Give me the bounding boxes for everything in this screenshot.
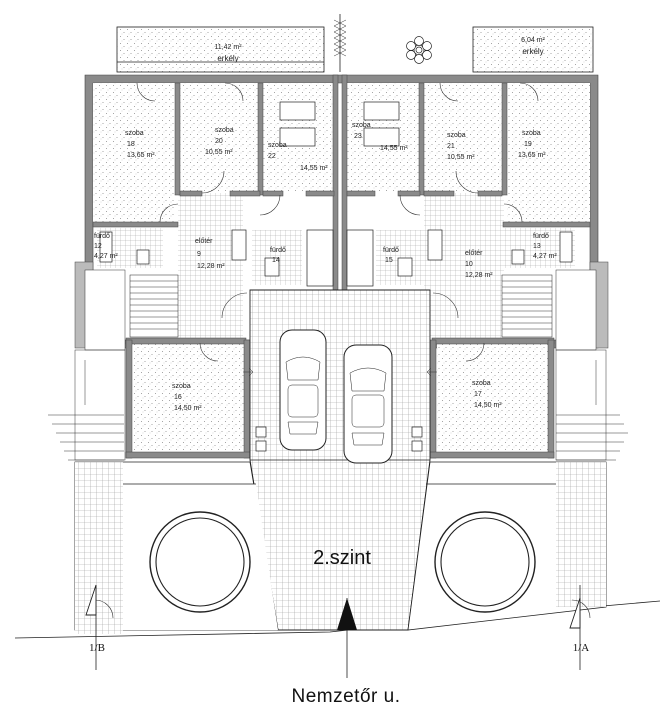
bathroom-fixtures xyxy=(99,229,573,452)
room-10-name: előtér xyxy=(465,250,483,257)
room-21-label: szoba 21 10,55 m² xyxy=(447,132,475,161)
room-9-name: előtér xyxy=(195,238,213,245)
central-column-symbol xyxy=(333,14,347,72)
level-label: 2.szint xyxy=(313,547,371,569)
tiled-floors xyxy=(97,193,575,343)
balcony-right-name: erkély xyxy=(522,47,543,56)
room-15-label: fürdő 15 xyxy=(383,247,399,264)
room-14-name: fürdő xyxy=(270,247,286,254)
room-22-number: 22 xyxy=(268,153,276,160)
balcony-left-name: erkély xyxy=(217,54,238,63)
room-labels: szoba 18 13,65 m² szoba 20 10,55 m² szob… xyxy=(94,122,557,412)
room-19-label: szoba 19 13,65 m² xyxy=(518,130,546,159)
room-18-name: szoba xyxy=(125,130,144,137)
room-17-number: 17 xyxy=(474,391,482,398)
room-17-area: 14,50 m² xyxy=(474,402,502,409)
room-23-area: 14,55 m² xyxy=(380,145,408,152)
room-17-name: szoba xyxy=(472,380,491,387)
wall-markers xyxy=(243,367,437,377)
room-21-number: 21 xyxy=(447,143,455,150)
stair-right xyxy=(501,274,553,338)
exterior-stairs-left xyxy=(48,349,126,461)
balcony-right xyxy=(472,26,594,73)
room-23-number: 23 xyxy=(354,133,362,140)
section-label-right: 1/A xyxy=(573,642,590,654)
tree-left xyxy=(149,511,251,613)
section-label-left: 1/B xyxy=(89,642,105,654)
room-13-number: 13 xyxy=(533,243,541,250)
room-12-number: 12 xyxy=(94,243,102,250)
room-10-label: előtér 10 12,28 m² xyxy=(465,250,493,279)
room-13-label: fürdő 13 4,27 m² xyxy=(533,233,557,260)
bed-symbols xyxy=(279,101,400,147)
balcony-left xyxy=(116,26,325,73)
room-16-number: 16 xyxy=(174,394,182,401)
room-19-area: 13,65 m² xyxy=(518,152,546,159)
room-14-label: fürdő 14 xyxy=(270,247,286,264)
room-10-area: 12,28 m² xyxy=(465,272,493,279)
balcony-left-area: 11,42 m² xyxy=(214,44,242,51)
room-9-number: 9 xyxy=(197,251,201,258)
room-20-name: szoba xyxy=(215,127,234,134)
street-label: Nemzetőr u. xyxy=(292,686,401,707)
balcony-labels: 11,42 m² erkély 6,04 m² erkély xyxy=(214,37,545,63)
room-22-name: szoba xyxy=(268,142,287,149)
room-15-number: 15 xyxy=(385,257,393,264)
balcony-right-area: 6,04 m² xyxy=(521,37,545,44)
room-22-area: 14,55 m² xyxy=(300,165,328,172)
room-13-name: fürdő xyxy=(533,233,549,240)
room-12-area: 4,27 m² xyxy=(94,253,118,260)
room-21-name: szoba xyxy=(447,132,466,139)
room-14-number: 14 xyxy=(272,257,280,264)
room-12-name: fürdő xyxy=(94,233,110,240)
room-23-label: szoba 23 14,55 m² xyxy=(352,122,408,152)
room-9-area: 12,28 m² xyxy=(197,263,225,270)
room-19-name: szoba xyxy=(522,130,541,137)
room-16-area: 14,50 m² xyxy=(174,405,202,412)
room-12-label: fürdő 12 4,27 m² xyxy=(94,233,118,260)
room-17-label: szoba 17 14,50 m² xyxy=(472,380,502,409)
room-18-label: szoba 18 13,65 m² xyxy=(125,130,155,159)
tree-right xyxy=(434,511,536,613)
room-15-name: fürdő xyxy=(383,247,399,254)
room-21-area: 10,55 m² xyxy=(447,154,475,161)
stair-left xyxy=(129,274,179,338)
car-right xyxy=(343,344,393,464)
room-19-number: 19 xyxy=(524,141,532,148)
room-floors xyxy=(93,83,590,450)
room-16-name: szoba xyxy=(172,383,191,390)
room-23-name: szoba xyxy=(352,122,371,129)
interior-walls xyxy=(92,74,591,459)
section-marker-left xyxy=(85,584,97,670)
exterior-stairs-right xyxy=(555,349,628,461)
room-9-label: előtér 9 12,28 m² xyxy=(195,238,225,270)
flower-icon xyxy=(406,36,432,64)
room-13-area: 4,27 m² xyxy=(533,253,557,260)
room-20-label: szoba 20 10,55 m² xyxy=(205,127,234,156)
room-18-number: 18 xyxy=(127,141,135,148)
garage-driveway xyxy=(249,289,431,631)
section-marker-right xyxy=(569,585,581,670)
room-16-label: szoba 16 14,50 m² xyxy=(172,383,202,412)
room-22-label: szoba 22 14,55 m² xyxy=(268,142,328,172)
room-18-area: 13,65 m² xyxy=(127,152,155,159)
entrance-arrow xyxy=(337,598,357,678)
room-10-number: 10 xyxy=(465,261,473,268)
car-left xyxy=(279,329,327,451)
room-20-area: 10,55 m² xyxy=(205,149,233,156)
door-swings xyxy=(94,82,591,619)
room-20-number: 20 xyxy=(215,138,223,145)
side-bays xyxy=(74,261,609,351)
